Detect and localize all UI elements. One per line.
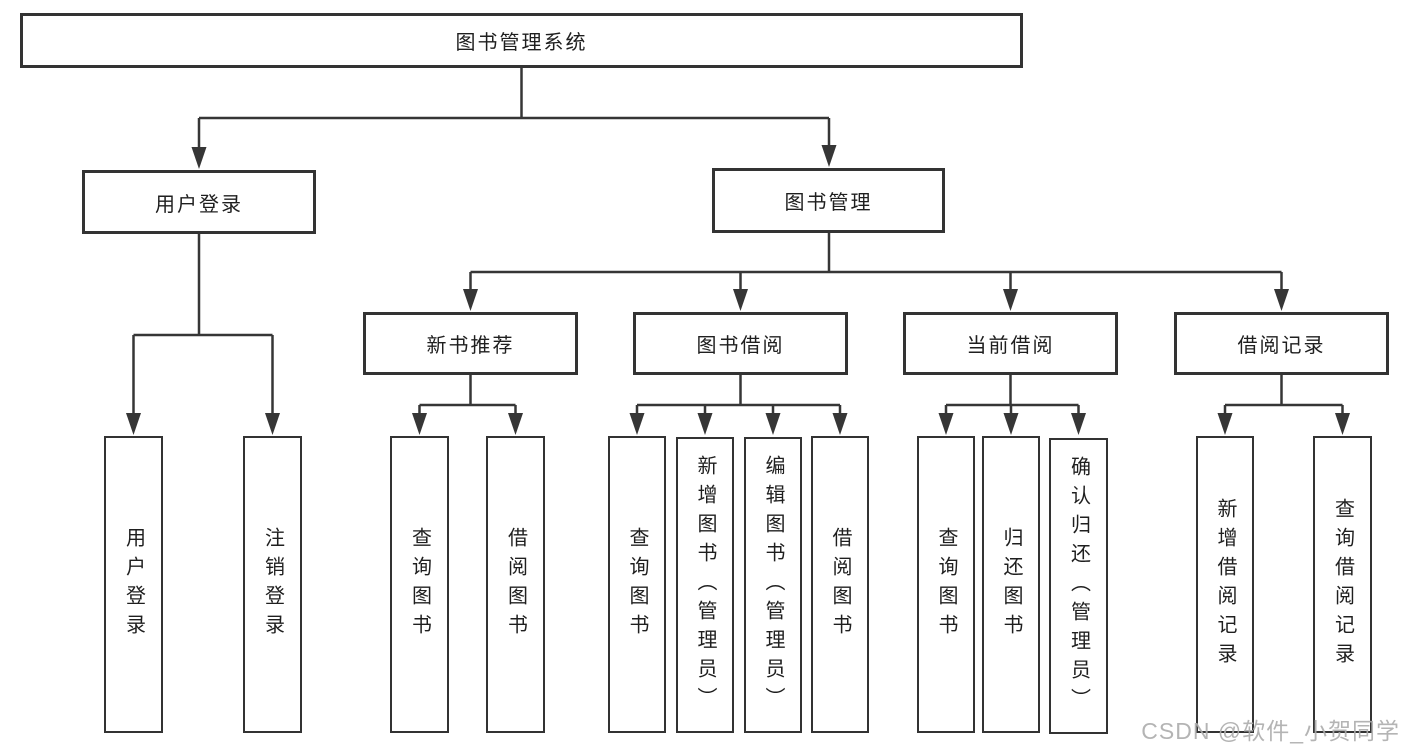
leaf-logout: 注销登录 xyxy=(243,436,302,733)
leaf-edit-books-admin-label: 编辑图书（管理员） xyxy=(762,454,784,716)
leaf-newbook-query-books-label: 查询图书 xyxy=(408,526,431,643)
leaf-borrowing-query-books-label: 查询图书 xyxy=(626,526,648,643)
tree-connector-lines xyxy=(132,68,1344,417)
leaf-add-borrow-record-label: 新增借阅记录 xyxy=(1214,497,1236,672)
node-book-management: 图书管理 xyxy=(712,168,945,233)
node-root-label: 图书管理系统 xyxy=(455,32,588,54)
node-current-borrowing-label: 当前借阅 xyxy=(966,335,1055,357)
node-book-borrowing-label: 图书借阅 xyxy=(696,335,785,357)
node-book-management-label: 图书管理 xyxy=(784,192,873,214)
leaf-user-login: 用户登录 xyxy=(104,436,163,733)
node-new-book-recommend-label: 新书推荐 xyxy=(426,335,515,357)
csdn-watermark: CSDN @软件_小贺同学 xyxy=(1141,718,1400,744)
leaf-newbook-borrow-books: 借阅图书 xyxy=(486,436,545,733)
leaf-confirm-return-admin-label: 确认归还（管理员） xyxy=(1067,455,1090,717)
leaf-current-query-books-label: 查询图书 xyxy=(935,526,957,643)
leaf-query-borrow-record-label: 查询借阅记录 xyxy=(1331,497,1354,672)
leaf-borrowing-borrow-books-label: 借阅图书 xyxy=(829,526,851,643)
leaf-add-borrow-record: 新增借阅记录 xyxy=(1196,436,1254,733)
node-current-borrowing: 当前借阅 xyxy=(903,312,1118,375)
node-new-book-recommend: 新书推荐 xyxy=(363,312,578,375)
leaf-logout-label: 注销登录 xyxy=(261,526,284,643)
node-user-login-label: 用户登录 xyxy=(155,193,243,216)
node-book-borrowing: 图书借阅 xyxy=(633,312,848,375)
leaf-add-books-admin: 新增图书（管理员） xyxy=(676,437,734,733)
leaf-newbook-query-books: 查询图书 xyxy=(390,436,449,733)
leaf-return-books: 归还图书 xyxy=(982,436,1040,733)
leaf-add-books-admin-label: 新增图书（管理员） xyxy=(694,454,716,716)
leaf-confirm-return-admin: 确认归还（管理员） xyxy=(1049,438,1108,734)
node-root: 图书管理系统 xyxy=(20,13,1023,68)
node-borrowing-records: 借阅记录 xyxy=(1174,312,1389,375)
leaf-query-borrow-record: 查询借阅记录 xyxy=(1313,436,1372,733)
node-borrowing-records-label: 借阅记录 xyxy=(1237,335,1326,357)
leaf-return-books-label: 归还图书 xyxy=(1000,526,1022,643)
leaf-edit-books-admin: 编辑图书（管理员） xyxy=(744,437,802,733)
leaf-current-query-books: 查询图书 xyxy=(917,436,975,733)
leaf-borrowing-borrow-books: 借阅图书 xyxy=(811,436,869,733)
node-user-login: 用户登录 xyxy=(82,170,316,234)
leaf-borrowing-query-books: 查询图书 xyxy=(608,436,666,733)
leaf-user-login-label: 用户登录 xyxy=(122,526,145,643)
leaf-newbook-borrow-books-label: 借阅图书 xyxy=(504,526,527,643)
